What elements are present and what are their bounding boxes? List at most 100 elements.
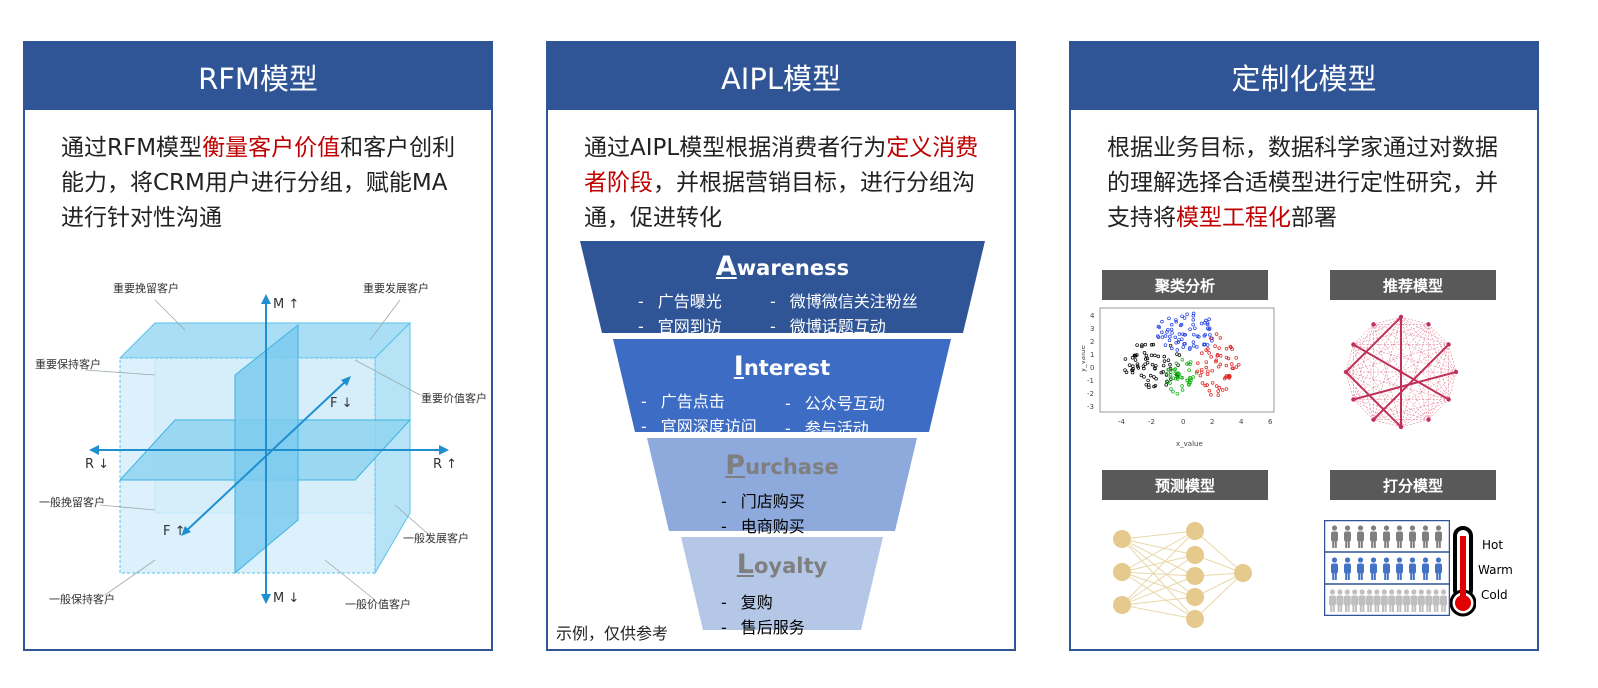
person-icon <box>1422 563 1429 574</box>
person-icon <box>1344 557 1351 563</box>
person-icon <box>1347 541 1350 548</box>
scatter-point <box>1131 364 1135 368</box>
model-label-prediction: 预测模型 <box>1102 470 1268 500</box>
network-edge <box>1345 371 1354 400</box>
network-edge <box>1373 316 1402 420</box>
person-icon <box>1373 573 1376 580</box>
person-icon <box>1425 595 1433 606</box>
scatter-point <box>1168 362 1172 367</box>
person-icon <box>1358 573 1361 580</box>
scatter-point <box>1195 345 1199 349</box>
person-icon <box>1426 589 1432 595</box>
y-tick: -2 <box>1087 390 1094 398</box>
person-icon <box>1396 563 1403 574</box>
scatter-point <box>1182 333 1187 337</box>
stage-interest: Interest 广告点击 官网深度访问 公众号互动 参与活动 <box>613 339 951 438</box>
scatter-point <box>1196 361 1200 365</box>
scatter-point <box>1216 389 1220 393</box>
nn-edge <box>1121 538 1196 577</box>
network-edge <box>1373 324 1449 400</box>
stage-item: 电商购买 <box>721 513 805 537</box>
scatter-point <box>1174 361 1179 365</box>
person-icon <box>1410 595 1418 606</box>
network-edge <box>1428 371 1457 420</box>
thermo-label-warm: Warm <box>1478 563 1513 577</box>
scatter-point <box>1174 320 1178 324</box>
scatter-point <box>1168 334 1172 339</box>
scatter-point <box>1168 343 1173 348</box>
scatter-point <box>1130 370 1135 375</box>
scatter-point <box>1205 347 1210 351</box>
network-node <box>1398 314 1404 320</box>
scatter-point <box>1154 363 1158 368</box>
person-icon <box>1433 589 1439 595</box>
network-edge <box>1400 316 1429 420</box>
network-edge <box>1400 399 1449 428</box>
network-strong-edge <box>1372 343 1450 421</box>
network-node <box>1351 397 1356 402</box>
custom-title: 定制化模型 <box>1071 43 1537 110</box>
nn-node <box>1234 564 1252 582</box>
nn-edge <box>1194 530 1244 574</box>
nn-edge <box>1121 538 1196 620</box>
scatter-point <box>1214 332 1219 336</box>
network-node <box>1371 322 1376 327</box>
person-icon <box>1422 525 1429 531</box>
person-icon <box>1386 541 1389 548</box>
person-icon <box>1332 541 1335 548</box>
scatter-point <box>1171 389 1175 394</box>
scatter-point <box>1231 366 1235 371</box>
person-icon <box>1384 605 1387 612</box>
network-edge <box>1345 344 1449 373</box>
scatter-point <box>1182 341 1186 346</box>
scatter-point <box>1180 357 1185 362</box>
person-icon <box>1355 605 1357 612</box>
person-icon <box>1347 573 1350 580</box>
scatter-point <box>1152 375 1156 379</box>
nn-edge <box>1121 554 1196 606</box>
scatter-point <box>1230 362 1234 366</box>
scatter-point <box>1127 363 1132 367</box>
network-node <box>1426 417 1431 422</box>
person-icon <box>1344 563 1351 574</box>
scatter-point <box>1143 357 1148 361</box>
network-edge <box>1373 324 1429 420</box>
person-icon <box>1337 605 1340 612</box>
scatter-point <box>1188 347 1192 351</box>
scatter-point <box>1135 364 1140 368</box>
person-icon <box>1397 541 1400 548</box>
person-icon <box>1435 525 1442 531</box>
scatter-point <box>1161 363 1166 368</box>
scatter-point <box>1217 346 1221 350</box>
person-icon <box>1435 531 1442 542</box>
scatter-point <box>1166 367 1170 372</box>
y-tick: 1 <box>1090 351 1094 359</box>
person-icon <box>1410 573 1413 580</box>
stage-item: 官网深度访问 <box>641 413 757 437</box>
rfm-title: RFM模型 <box>25 43 491 110</box>
scatter-point <box>1187 368 1191 372</box>
thermometer-icon <box>1450 526 1476 617</box>
scatter-point <box>1144 382 1149 387</box>
scatter-point <box>1160 335 1165 339</box>
scatter-point <box>1145 360 1150 365</box>
scatter-point <box>1188 327 1192 332</box>
network-edge <box>1400 371 1457 428</box>
scatter-point <box>1197 334 1201 339</box>
scatter-point <box>1207 351 1211 355</box>
scatter-point <box>1146 378 1150 383</box>
scatter-point <box>1175 352 1179 356</box>
person-icon <box>1330 605 1333 612</box>
person-icon <box>1373 541 1376 548</box>
scatter-point <box>1142 375 1146 379</box>
person-icon <box>1443 605 1446 612</box>
person-icon <box>1384 573 1387 580</box>
segment-important-value: 重要价值客户 <box>421 391 487 405</box>
scoring-people-grid <box>1324 520 1450 616</box>
scatter-point <box>1164 372 1169 376</box>
network-edge <box>1428 324 1457 373</box>
person-icon <box>1423 573 1426 580</box>
scatter-point <box>1132 353 1137 358</box>
scatter-point <box>1204 365 1208 370</box>
y-tick: 3 <box>1090 325 1094 333</box>
